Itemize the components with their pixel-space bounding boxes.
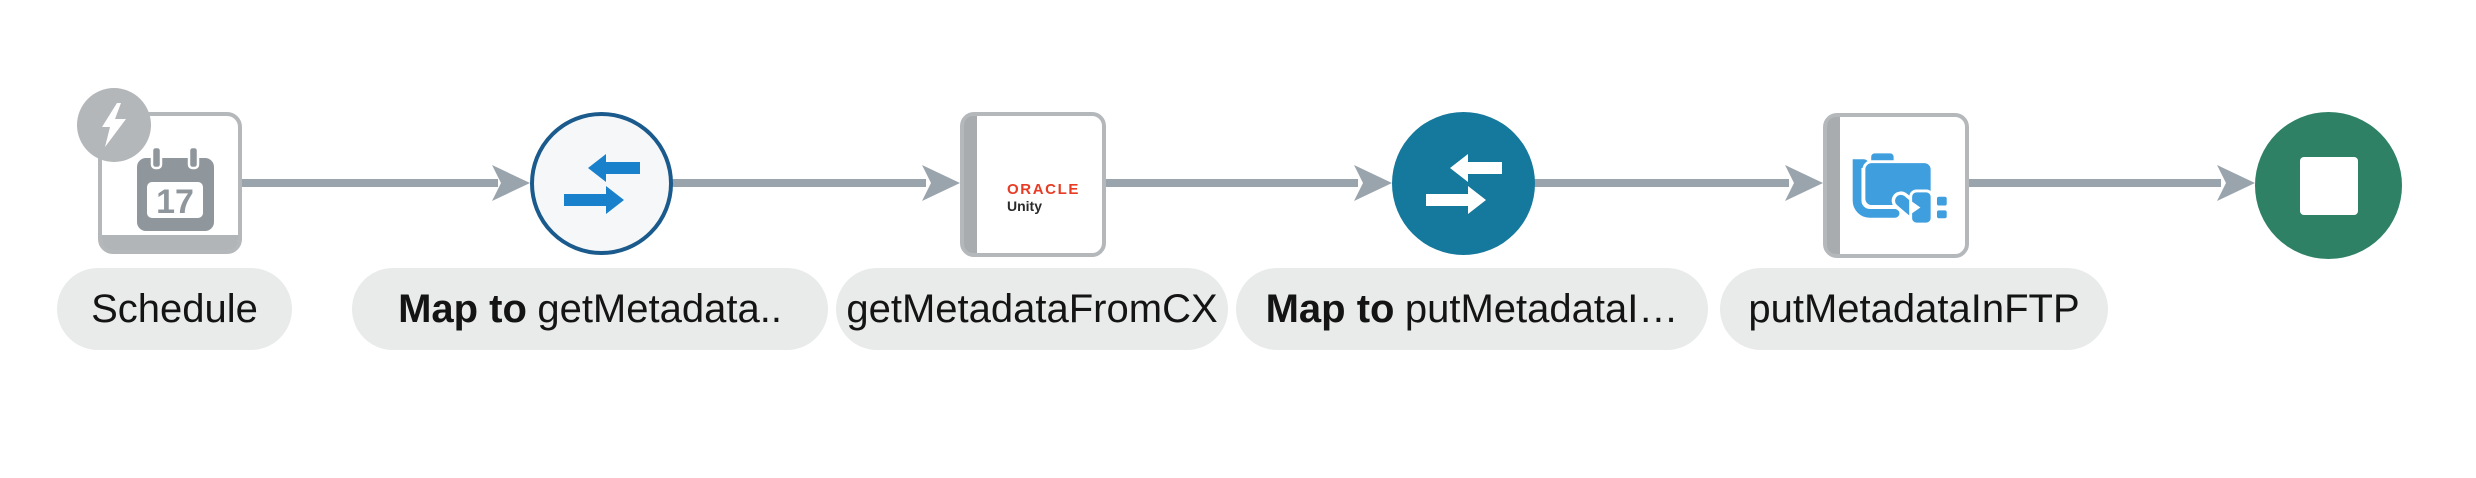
oracle-logo-text: ORACLE (1007, 181, 1080, 199)
lightning-bolt-icon (102, 103, 126, 147)
node-label-text: Schedule (91, 286, 258, 331)
connector-line (1966, 179, 2221, 187)
trigger-type-badge (77, 88, 151, 162)
trigger-node-footer (102, 235, 238, 250)
node-label-text: putMetadataI… (1404, 286, 1679, 331)
calendar-day-number: 17 (156, 183, 194, 221)
connector-line (671, 179, 926, 187)
oracle-unity-logo: ORACLE Unity (1007, 116, 1080, 267)
invoke-node-ftp[interactable] (1823, 113, 1969, 258)
node-label-schedule[interactable]: Schedule (57, 268, 292, 350)
node-label-getmetadatafromcx[interactable]: getMetadataFromCX (836, 268, 1228, 350)
node-label-text: putMetadataInFTP (1748, 286, 2080, 331)
invoke-node-spine (964, 116, 977, 253)
map-arrows-icon (563, 153, 640, 214)
connector-line (1533, 179, 1789, 187)
connector-arrowhead-icon (2217, 165, 2255, 201)
connector-arrowhead-icon (1354, 165, 1392, 201)
map-arrows-icon (1425, 153, 1502, 214)
node-label-text: getMetadataFromCX (846, 286, 1218, 331)
node-label-putmetadatainftp[interactable]: putMetadataInFTP (1720, 268, 2108, 350)
ftp-folder-plug-icon (1852, 150, 1947, 226)
connector-arrowhead-icon (1785, 165, 1823, 201)
stop-square-icon (2299, 156, 2358, 215)
node-label-text: getMetadata.. (537, 286, 782, 331)
invoke-node-oracle-unity[interactable]: ORACLE Unity (960, 112, 1106, 257)
map-node-putmetadata[interactable] (1392, 112, 1535, 255)
map-node-getmetadata[interactable] (530, 112, 673, 255)
calendar-schedule-icon: 17 (137, 147, 214, 231)
connector-arrowhead-icon (922, 165, 960, 201)
unity-logo-text: Unity (1007, 197, 1042, 214)
connector-arrowhead-icon (492, 165, 530, 201)
end-node[interactable] (2255, 112, 2402, 259)
connector-line (1104, 179, 1358, 187)
connector-line (240, 179, 498, 187)
schedule-trigger-node[interactable]: 17 (77, 88, 242, 254)
node-label-prefix: Map to (398, 286, 527, 331)
invoke-node-spine (1827, 117, 1840, 254)
node-label-prefix: Map to (1265, 286, 1395, 331)
